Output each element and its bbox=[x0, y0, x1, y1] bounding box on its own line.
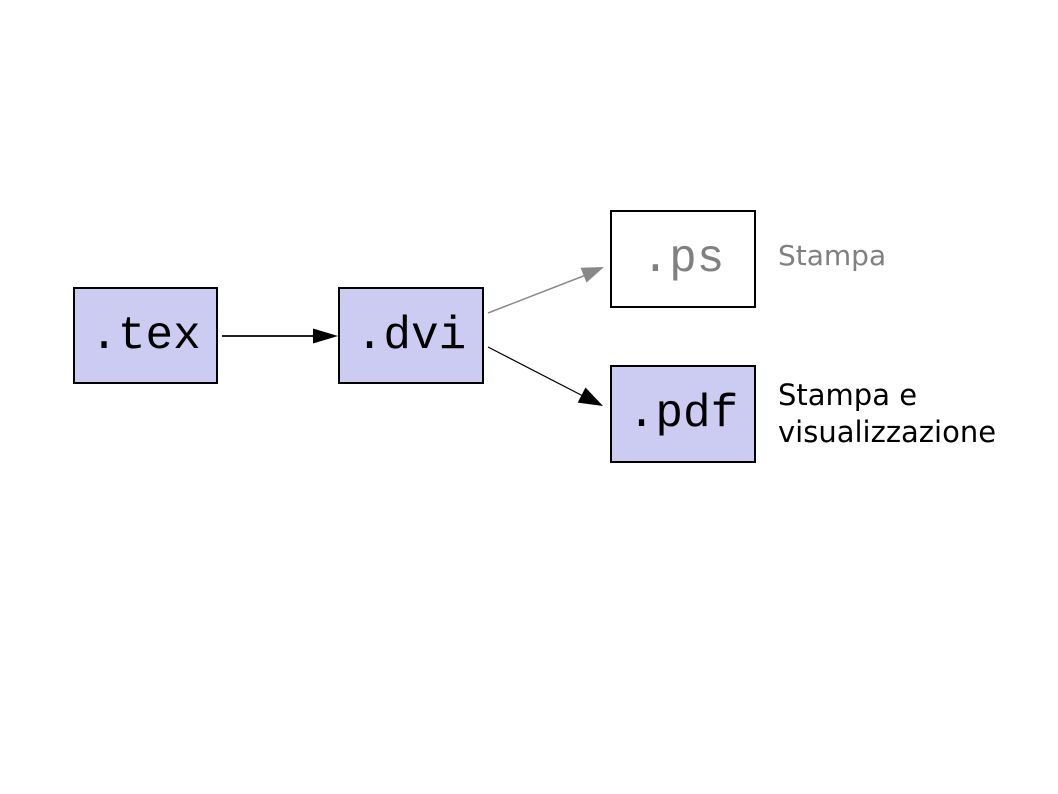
node-dvi-label: .dvi bbox=[355, 309, 467, 362]
edge-dvi-pdf bbox=[487, 346, 584, 397]
ps-annotation: Stampa bbox=[778, 239, 887, 272]
node-dvi: .dvi bbox=[338, 287, 484, 384]
pdf-annotation-line1: Stampa e bbox=[778, 378, 918, 412]
pdf-annotation-line2: visualizzazione bbox=[778, 415, 997, 449]
edge-dvi-ps bbox=[487, 274, 587, 314]
node-pdf-label: .pdf bbox=[627, 388, 739, 440]
pdf-annotation: Stampa e visualizzazione bbox=[778, 377, 996, 451]
node-ps: .ps bbox=[610, 210, 756, 308]
node-pdf: .pdf bbox=[610, 365, 756, 463]
edge-dvi-ps-arrowhead-icon bbox=[580, 267, 604, 283]
node-tex-label: .tex bbox=[90, 309, 201, 362]
edge-tex-dvi-arrowhead-icon bbox=[313, 328, 338, 344]
node-tex: .tex bbox=[73, 287, 218, 384]
edge-dvi-pdf-arrowhead-icon bbox=[577, 387, 603, 406]
node-ps-label: .ps bbox=[641, 233, 725, 285]
